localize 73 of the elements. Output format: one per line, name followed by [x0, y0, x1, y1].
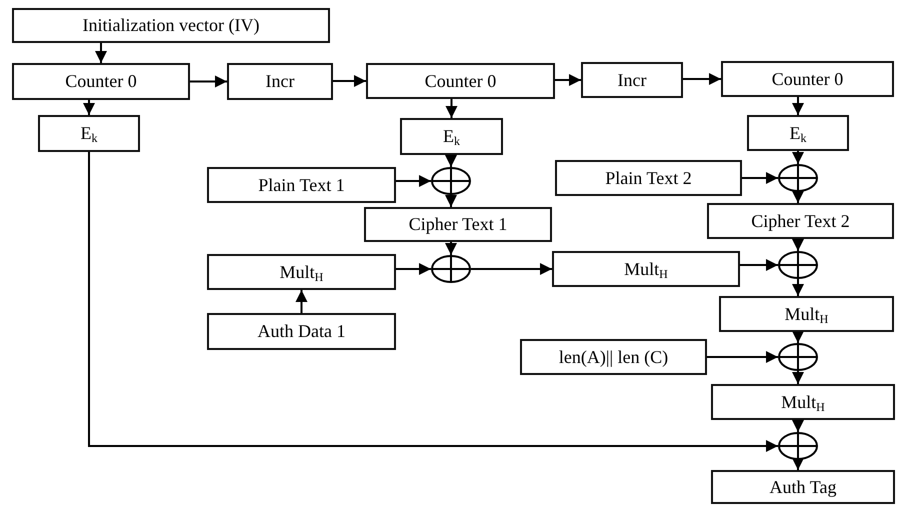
box-label: Counter 0	[772, 68, 844, 90]
arrow	[88, 152, 778, 452]
xor-symbol	[778, 251, 818, 279]
process-box	[400, 118, 503, 155]
box-label: Auth Data 1	[258, 320, 346, 343]
box-label: Mult$_{H}$	[624, 258, 668, 280]
process-box	[707, 203, 894, 239]
arrow	[792, 420, 804, 432]
xor-symbol	[778, 343, 818, 371]
process-box	[719, 296, 894, 332]
process-box	[552, 251, 740, 287]
process-box	[207, 313, 396, 350]
arrow	[792, 191, 804, 203]
box-label: Incr	[618, 68, 646, 92]
arrow	[471, 263, 552, 275]
box-label: Initialization vector (IV)	[82, 14, 260, 37]
arrow	[333, 75, 366, 87]
arrow	[792, 279, 804, 296]
process-box	[520, 339, 707, 375]
xor-symbol	[431, 255, 471, 283]
arrow	[742, 172, 778, 184]
box-label: Plain Text 1	[258, 174, 345, 196]
arrow	[445, 195, 457, 207]
process-box	[711, 384, 895, 420]
process-box	[555, 160, 742, 196]
xor-symbol	[778, 432, 818, 460]
box-label: Auth Tag	[770, 476, 836, 498]
arrow	[445, 155, 457, 167]
arrow	[555, 74, 581, 86]
box-label: E$_{k}$	[80, 122, 98, 145]
arrow	[792, 458, 804, 470]
arrow	[83, 100, 95, 115]
process-box	[12, 8, 330, 43]
arrow	[190, 76, 227, 88]
arrow	[296, 290, 308, 313]
xor-symbol	[778, 164, 818, 192]
box-label: E$_{k}$	[790, 122, 806, 144]
process-box	[207, 254, 396, 290]
box-label: Cipher Text 2	[751, 210, 850, 232]
arrow	[792, 97, 804, 115]
box-label: Counter 0	[424, 70, 496, 92]
arrow	[396, 263, 431, 275]
process-box	[747, 115, 849, 151]
process-box	[721, 61, 894, 97]
arrow	[683, 73, 721, 85]
process-box	[38, 115, 140, 152]
process-box	[227, 63, 333, 100]
box-label: Cipher Text 1	[408, 213, 508, 236]
process-box	[581, 62, 683, 98]
arrow	[707, 351, 778, 363]
process-box	[366, 63, 555, 99]
box-label: Mult$_{H}$	[280, 260, 324, 284]
arrow	[792, 239, 804, 251]
arrow	[446, 99, 458, 118]
box-label: Counter 0	[65, 70, 137, 93]
arrow	[792, 151, 804, 164]
box-label: Mult$_{H}$	[781, 390, 825, 414]
arrow	[740, 259, 778, 271]
arrow	[792, 371, 804, 384]
process-box	[12, 63, 190, 100]
box-label: Plain Text 2	[605, 166, 692, 190]
process-box	[364, 207, 552, 242]
box-label: E$_{k}$	[443, 125, 460, 148]
arrow	[396, 175, 431, 187]
box-label: Incr	[266, 70, 294, 93]
box-label: Mult$_{H}$	[784, 302, 828, 326]
box-label: len(A)|| len (C)	[558, 346, 668, 368]
process-box	[207, 167, 396, 203]
xor-symbol	[431, 167, 471, 195]
arrow	[445, 242, 457, 255]
process-box	[711, 470, 895, 504]
arrow	[792, 331, 804, 343]
arrow	[95, 43, 107, 63]
